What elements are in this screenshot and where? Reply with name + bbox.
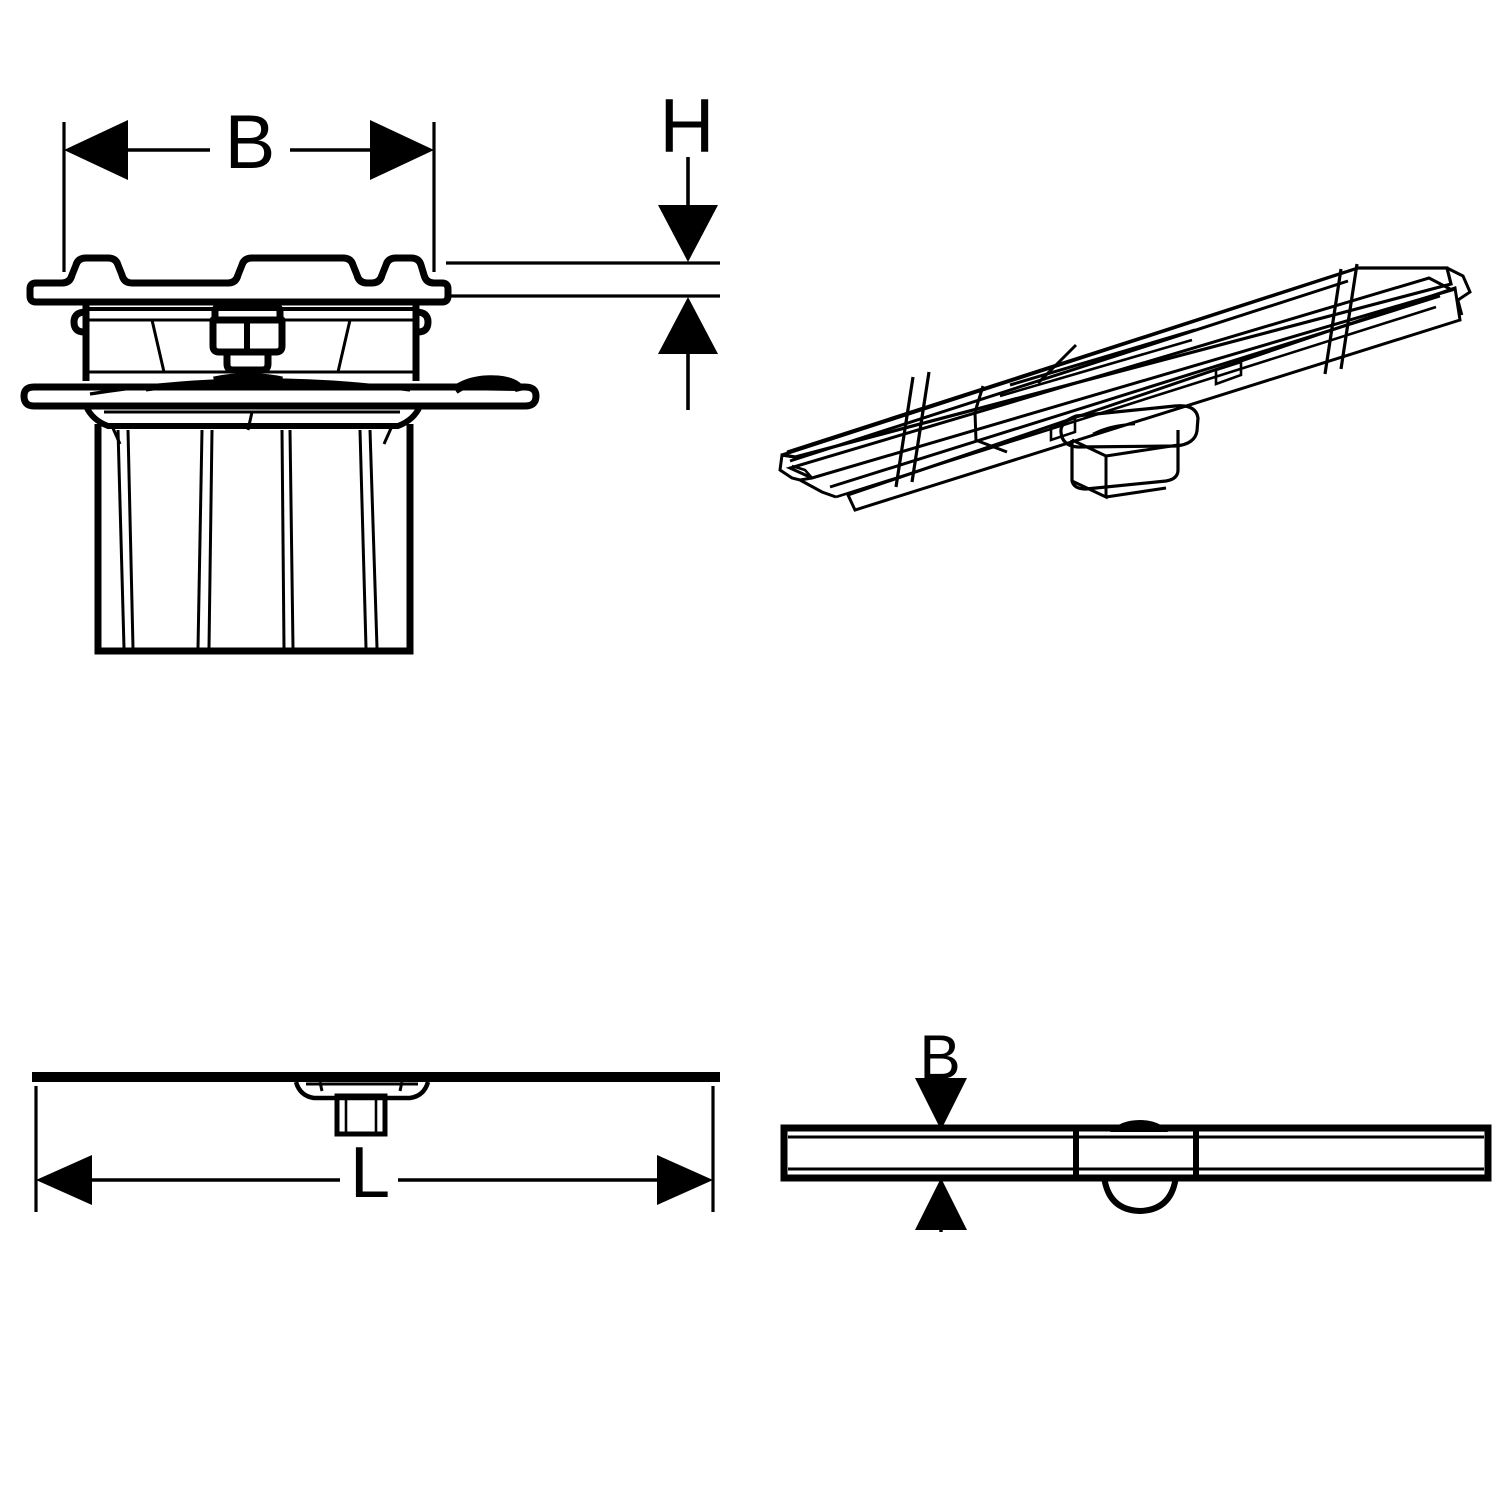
outlet-top-curve bbox=[1092, 422, 1136, 436]
channel-right-end bbox=[1446, 266, 1472, 302]
arrowhead-h-top bbox=[658, 205, 718, 262]
isometric-view bbox=[778, 263, 1472, 512]
cover-connector-left bbox=[973, 385, 985, 413]
arrowhead-l-right bbox=[657, 1155, 713, 1205]
dimension-b-bottom: B bbox=[915, 1023, 967, 1232]
cover-plate-profile bbox=[26, 254, 452, 306]
sump-rib-8 bbox=[358, 429, 368, 649]
outlet-front-face bbox=[1071, 438, 1108, 500]
flange-outline bbox=[20, 383, 540, 410]
channel-bar-elevation bbox=[32, 1072, 720, 1082]
sump-chamfer-right bbox=[382, 425, 394, 445]
flange-bump-right bbox=[452, 375, 525, 394]
arrowhead-left bbox=[64, 120, 128, 180]
outlet-front-face2 bbox=[1105, 443, 1179, 458]
grate-slot-line-b bbox=[999, 338, 1193, 398]
channel-left-end-bottom bbox=[799, 478, 837, 499]
trough-left-face bbox=[150, 319, 352, 374]
sump-rib-1 bbox=[126, 429, 135, 649]
dimension-l: L bbox=[34, 1086, 715, 1213]
outlet-box-elevation bbox=[334, 1093, 388, 1137]
cover-connector-diag bbox=[977, 439, 1008, 454]
flange-underside bbox=[83, 404, 423, 429]
sump-rib-5 bbox=[288, 429, 295, 649]
break-line-left bbox=[894, 371, 931, 488]
channel-left-endcap-inner bbox=[791, 464, 813, 479]
front-elevation-view: L bbox=[32, 1072, 720, 1213]
clip-hook-left bbox=[70, 308, 87, 336]
sump-rib-4 bbox=[196, 429, 204, 649]
plan-drain-block bbox=[1073, 1120, 1199, 1215]
plan-view: B bbox=[780, 1023, 1492, 1232]
sump-body bbox=[94, 411, 414, 655]
arrowhead-h-bottom bbox=[658, 297, 718, 354]
drain-skirt-tick-r bbox=[398, 1081, 404, 1092]
drain-outlet-assembly bbox=[1059, 404, 1200, 500]
arrowhead-l-left bbox=[36, 1155, 92, 1205]
sump-rib-7 bbox=[368, 429, 379, 649]
sump-outline bbox=[94, 424, 414, 655]
arrowhead-b-bottom-bottom bbox=[915, 1178, 967, 1230]
cover-connector-right bbox=[1036, 343, 1078, 385]
membrane-curve2 bbox=[145, 380, 379, 392]
sump-rib-2 bbox=[116, 429, 126, 649]
channel-rail-upper bbox=[786, 270, 1346, 454]
sump-chamfer-left bbox=[110, 425, 122, 445]
outlet-body bbox=[1070, 430, 1180, 491]
drain-skirt-tick-l bbox=[318, 1081, 324, 1092]
cover-connector-left2 bbox=[973, 411, 978, 442]
channel-right-end-lower bbox=[1456, 299, 1464, 316]
tab-right bbox=[1214, 360, 1243, 386]
flange-plate bbox=[20, 375, 540, 429]
dimension-label-l: L bbox=[350, 1133, 390, 1213]
dimension-label-b-bottom: B bbox=[919, 1023, 960, 1092]
dimension-label-b-top: B bbox=[225, 100, 276, 185]
break-line-right bbox=[1323, 263, 1359, 375]
dimension-h: H bbox=[446, 84, 720, 410]
sump-rib-3 bbox=[207, 429, 214, 649]
dimension-label-h: H bbox=[660, 84, 715, 169]
center-lock-mechanism bbox=[209, 302, 286, 386]
cross-section-view: B H bbox=[20, 84, 720, 655]
channel-rail-upper2 bbox=[789, 279, 1349, 463]
arrowhead-right bbox=[370, 120, 434, 180]
dimension-b-top: B bbox=[62, 100, 436, 272]
clip-hook-right bbox=[415, 308, 432, 336]
channel-front-face bbox=[845, 286, 1462, 512]
membrane-curve bbox=[89, 378, 411, 396]
grate-slot-line-a bbox=[1009, 328, 1196, 387]
outlet-front-bottom bbox=[1105, 486, 1167, 499]
sump-center-split bbox=[246, 411, 254, 431]
sump-rib-6 bbox=[280, 429, 286, 649]
elevation-drain-detail bbox=[293, 1081, 431, 1137]
arrowhead-b-bottom-top bbox=[915, 1078, 967, 1130]
plan-drain-top-cap bbox=[1110, 1120, 1168, 1132]
plan-drain-bottom-arc bbox=[1101, 1175, 1179, 1215]
